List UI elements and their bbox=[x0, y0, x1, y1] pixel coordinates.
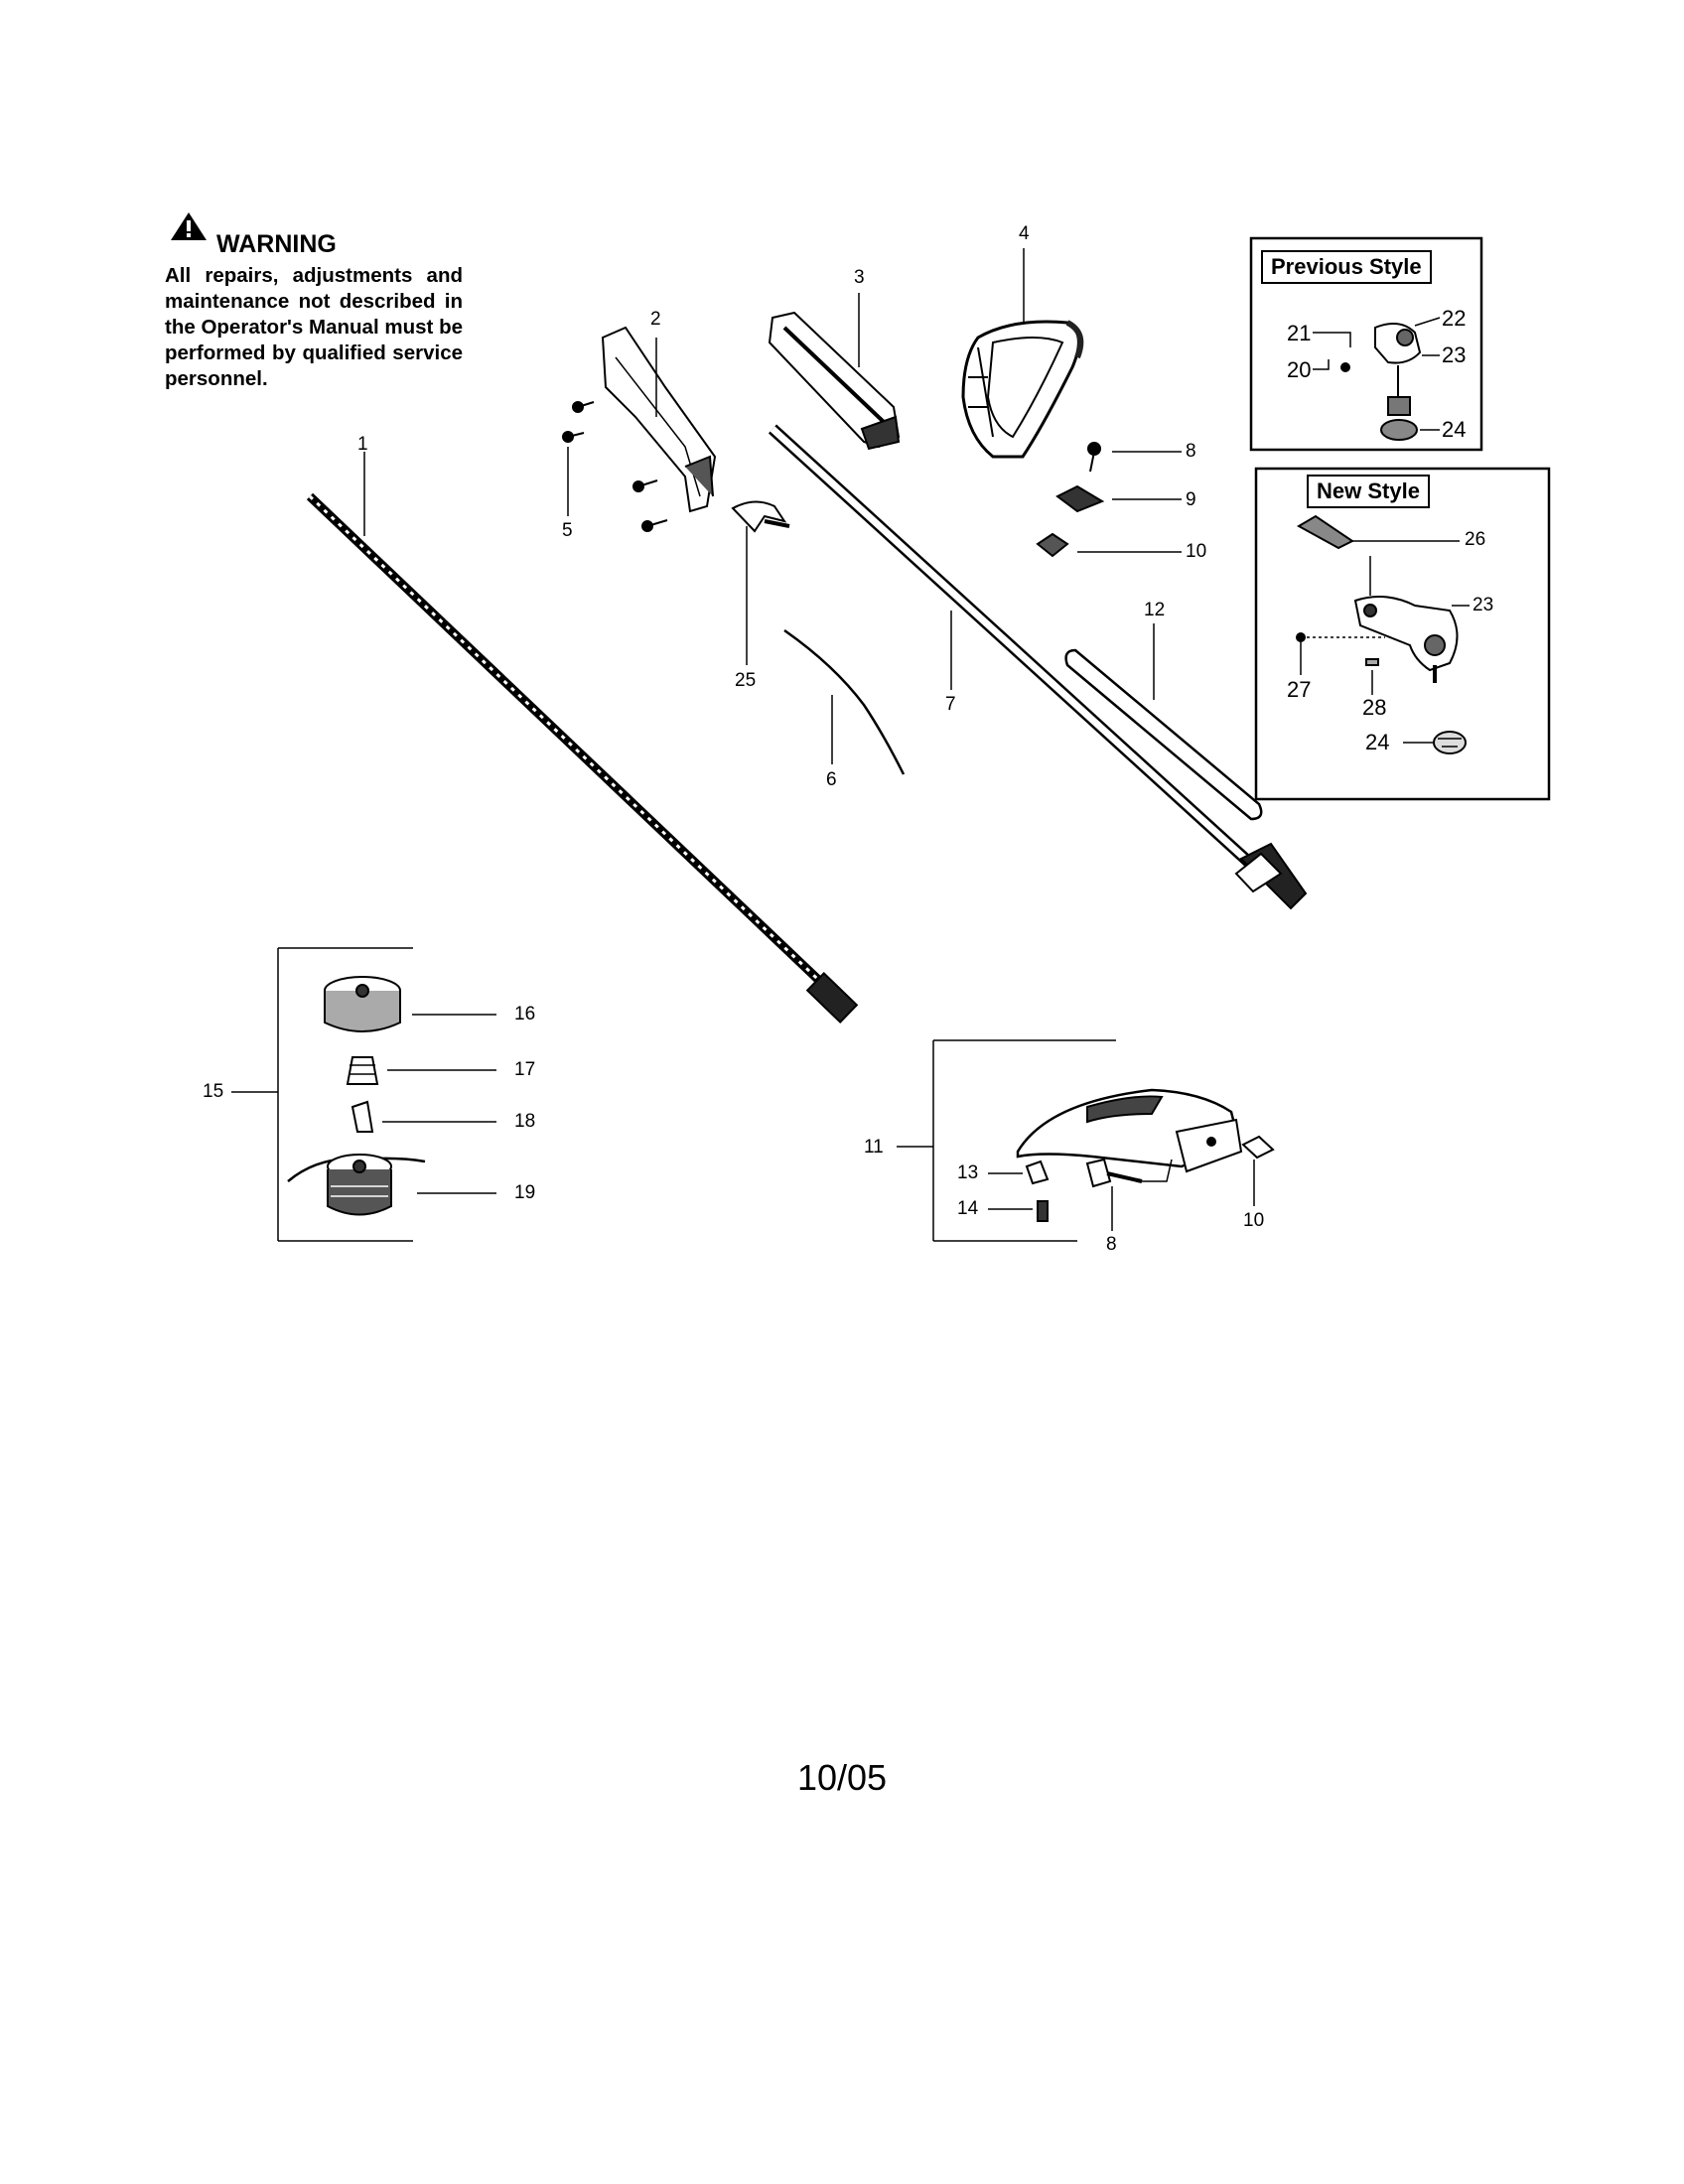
warning-heading: WARNING bbox=[165, 230, 463, 259]
callout-24a: 24 bbox=[1442, 417, 1467, 442]
callout-8a: 8 bbox=[1186, 441, 1196, 462]
callout-13: 13 bbox=[957, 1162, 979, 1183]
callout-6: 6 bbox=[826, 769, 837, 790]
callout-8b: 8 bbox=[1106, 1234, 1117, 1255]
trimmer-head-box bbox=[231, 947, 413, 1242]
part-19-spool bbox=[287, 1154, 426, 1216]
callout-22: 22 bbox=[1442, 306, 1467, 331]
callout-10b: 10 bbox=[1243, 1210, 1265, 1231]
part-4-d-handle bbox=[961, 320, 1084, 459]
callout-1: 1 bbox=[357, 434, 368, 455]
part-13-clip bbox=[1025, 1160, 1050, 1185]
warning-triangle-icon bbox=[171, 212, 207, 240]
callout-18: 18 bbox=[514, 1111, 536, 1132]
part-10-nut bbox=[1036, 532, 1069, 558]
callout-5: 5 bbox=[562, 520, 573, 541]
warning-notice: WARNING All repairs, adjustments and mai… bbox=[165, 230, 463, 392]
callout-4: 4 bbox=[1019, 223, 1030, 244]
callout-23a: 23 bbox=[1442, 342, 1467, 367]
part-18-clip bbox=[351, 1100, 374, 1133]
callout-7: 7 bbox=[945, 694, 956, 715]
part-1-drive-shaft bbox=[306, 492, 859, 1024]
warning-text: All repairs, adjustments and maintenance… bbox=[165, 264, 463, 390]
previous-style-gearhead bbox=[1313, 317, 1441, 441]
new-style-box bbox=[1254, 467, 1551, 801]
callout-10a: 10 bbox=[1186, 541, 1207, 562]
callout-26: 26 bbox=[1465, 529, 1486, 550]
callout-25: 25 bbox=[735, 670, 757, 691]
part-10-nut-b bbox=[1241, 1135, 1275, 1160]
callout-21: 21 bbox=[1287, 321, 1312, 345]
part-2-handle-bracket bbox=[601, 326, 717, 513]
previous-style-label: Previous Style bbox=[1261, 250, 1432, 285]
part-11-guard bbox=[1016, 1088, 1243, 1173]
callout-20: 20 bbox=[1287, 357, 1312, 382]
callout-15: 15 bbox=[203, 1081, 224, 1102]
callout-3: 3 bbox=[854, 267, 865, 288]
part-8-screw bbox=[1087, 442, 1101, 473]
part-3-bracket bbox=[768, 311, 901, 451]
previous-style-box bbox=[1249, 236, 1483, 452]
callout-19: 19 bbox=[514, 1182, 536, 1203]
callout-27: 27 bbox=[1287, 677, 1312, 702]
new-style-gearhead bbox=[1296, 514, 1470, 754]
callout-11: 11 bbox=[864, 1137, 884, 1158]
part-14-screw bbox=[1037, 1200, 1049, 1222]
callout-28: 28 bbox=[1362, 695, 1387, 720]
part-9-clamp bbox=[1055, 484, 1105, 513]
page-date-footer: 10/05 bbox=[796, 1757, 888, 1798]
callout-14: 14 bbox=[957, 1198, 979, 1219]
part-25-trigger bbox=[731, 500, 790, 533]
part-6-cable bbox=[783, 628, 906, 775]
part-16-spool-cover bbox=[324, 976, 401, 1032]
callout-9: 9 bbox=[1186, 489, 1196, 510]
callout-23b: 23 bbox=[1473, 595, 1494, 615]
part-8-bolt bbox=[1085, 1158, 1173, 1188]
callout-2: 2 bbox=[650, 309, 661, 330]
warning-title: WARNING bbox=[216, 230, 337, 258]
guard-box bbox=[897, 1039, 1116, 1242]
callout-12: 12 bbox=[1144, 600, 1166, 620]
part-7-shaft-housing bbox=[768, 424, 1308, 910]
callout-16: 16 bbox=[514, 1004, 536, 1024]
part-5-screws bbox=[562, 401, 668, 532]
callout-17: 17 bbox=[514, 1059, 536, 1080]
part-12-grip bbox=[1064, 648, 1263, 821]
new-style-label: New Style bbox=[1307, 475, 1430, 509]
callout-24b: 24 bbox=[1365, 730, 1390, 754]
part-17-spring bbox=[346, 1056, 379, 1085]
